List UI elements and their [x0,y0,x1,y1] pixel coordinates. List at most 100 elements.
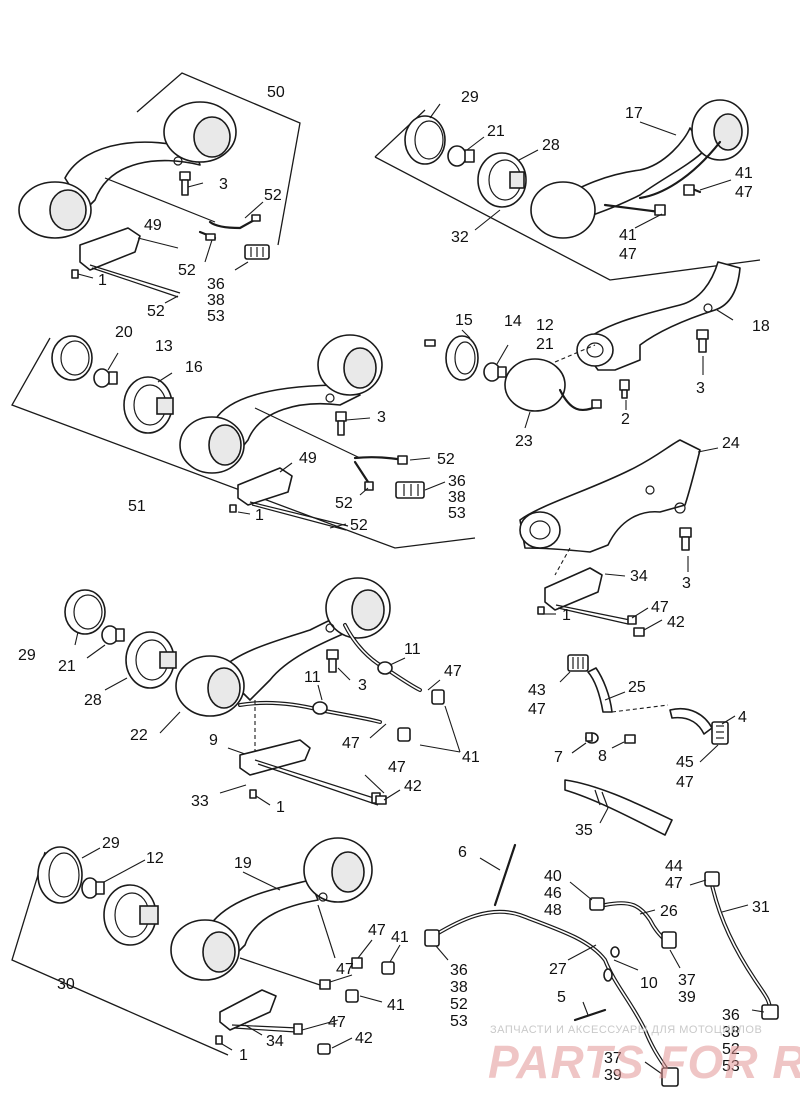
callout-38: 38 [722,1024,740,1041]
callout-37: 37 [604,1050,622,1067]
callout-6: 6 [458,844,467,861]
callout-34: 34 [266,1033,284,1050]
callout-47: 47 [619,246,637,263]
callout-52: 52 [264,187,282,204]
callout-12: 12 [536,317,554,334]
assembly-wiring-harnesses: 6 40 46 48 26 44 47 31 36 38 52 53 27 10… [424,843,779,1087]
callout-48: 48 [544,902,562,919]
callout-45: 45 [676,754,694,771]
callout-2: 2 [621,411,630,428]
callout-26: 26 [660,903,678,920]
callout-3: 3 [219,176,228,193]
callout-25: 25 [628,679,646,696]
callout-47: 47 [665,875,683,892]
callout-21: 21 [58,658,76,675]
callout-36: 36 [722,1007,740,1024]
callout-28: 28 [84,692,102,709]
callout-41: 41 [462,749,480,766]
callout-51: 51 [128,498,146,515]
callout-36: 36 [450,962,468,979]
callout-52: 52 [335,495,353,512]
watermark-logo-text: PARTS FOR RU [488,1036,800,1088]
callout-52: 52 [450,996,468,1013]
callout-53: 53 [722,1058,740,1075]
callout-47: 47 [368,922,386,939]
callout-47: 47 [651,599,669,616]
callout-42: 42 [355,1030,373,1047]
callout-38: 38 [450,979,468,996]
callout-29: 29 [18,647,36,664]
callout-7: 7 [554,749,563,766]
callout-11: 11 [304,669,321,686]
assembly-group-50: 50 3 52 49 1 52 36 38 53 52 [18,72,301,325]
watermark: ЗАПЧАСТИ И АКСЕССУАРЫ ДЛЯ МОТОЦИКЛОВ PAR… [488,1024,800,1088]
callout-1: 1 [255,507,264,524]
callout-4: 4 [738,709,747,726]
callout-53: 53 [207,308,225,325]
callout-39: 39 [604,1067,622,1084]
callout-49: 49 [144,217,162,234]
callout-42: 42 [404,778,422,795]
callout-30: 30 [57,976,75,993]
callout-3: 3 [696,380,705,397]
callout-19: 19 [234,855,252,872]
callout-28: 28 [542,137,560,154]
callout-11: 11 [404,641,421,658]
callout-15: 15 [455,312,473,329]
assembly-mount-24: 24 3 34 1 47 42 [519,435,740,637]
callout-47: 47 [336,961,354,978]
callout-47: 47 [342,735,360,752]
callout-1: 1 [239,1047,248,1064]
callout-3: 3 [682,575,691,592]
callout-47: 47 [528,701,546,718]
callout-49: 49 [299,450,317,467]
callout-34: 34 [630,568,648,585]
callout-12: 12 [146,850,164,867]
callout-27: 27 [549,961,567,978]
assembly-group-51: 20 13 16 3 49 52 36 38 53 52 1 52 51 [11,324,476,549]
callout-46: 46 [544,885,562,902]
watermark-caption: ЗАПЧАСТИ И АКСЕССУАРЫ ДЛЯ МОТОЦИКЛОВ [490,1024,762,1036]
callout-3: 3 [377,409,386,426]
callout-52: 52 [178,262,196,279]
callout-14: 14 [504,313,522,330]
callout-50: 50 [267,84,285,101]
callout-33: 33 [191,793,209,810]
callout-5: 5 [557,989,566,1006]
callout-29: 29 [102,835,120,852]
callout-52: 52 [437,451,455,468]
callout-29: 29 [461,89,479,106]
callout-21: 21 [536,336,554,353]
callout-41: 41 [619,227,637,244]
assembly-harness-25: 43 47 25 4 7 8 45 47 35 [528,654,747,839]
assembly-group-30: 29 12 19 47 41 47 41 47 30 34 42 1 [11,835,409,1064]
callout-47: 47 [676,774,694,791]
callout-36: 36 [448,473,466,490]
callout-47: 47 [388,759,406,776]
callout-47: 47 [328,1014,346,1031]
callout-41: 41 [391,929,409,946]
callout-38: 38 [448,489,466,506]
callout-47: 47 [735,184,753,201]
callout-3: 3 [358,677,367,694]
callout-52: 52 [350,517,368,534]
callout-31: 31 [752,899,770,916]
callout-53: 53 [450,1013,468,1030]
callout-37: 37 [678,972,696,989]
callout-18: 18 [752,318,770,335]
callout-39: 39 [678,989,696,1006]
callout-52: 52 [147,303,165,320]
assembly-group-32: 29 21 28 17 41 47 41 47 32 [374,89,761,281]
callout-36: 36 [207,276,225,293]
callout-23: 23 [515,433,533,450]
callout-44: 44 [665,858,683,875]
callout-9: 9 [209,732,218,749]
callout-35: 35 [575,822,593,839]
callout-41: 41 [387,997,405,1014]
callout-10: 10 [640,975,658,992]
callout-47: 47 [444,663,462,680]
callout-24: 24 [722,435,740,452]
callout-17: 17 [625,105,643,122]
callout-1: 1 [98,272,107,289]
